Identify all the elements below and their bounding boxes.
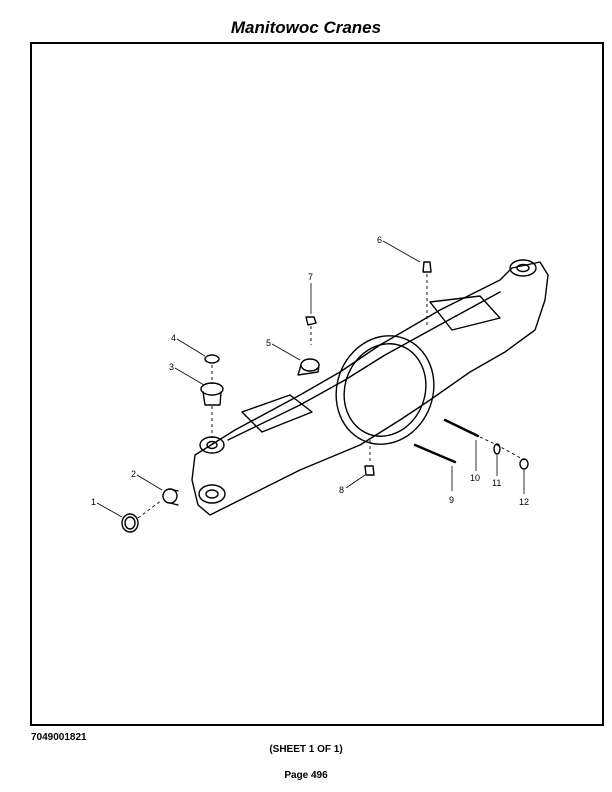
left-kingpin-boss-bottom [198,484,226,504]
part-6-fitting [422,261,432,273]
callout-1: 1 [91,497,96,507]
callout-7: 7 [308,272,313,282]
callout-11: 11 [492,478,501,488]
axle-pad-left [241,394,313,433]
part-2-bushing [162,488,178,504]
callout-2: 2 [131,469,136,479]
assembly-line-studs [479,436,525,461]
axle-top-edge [227,291,501,441]
part-9-stud [413,443,457,464]
housing-boss-base [297,364,320,376]
part-3-bearing-top [200,382,224,396]
part-4-washer [204,354,220,364]
center-housing-ring [335,335,435,445]
callout-3: 3 [169,362,174,372]
part-11-washer [493,443,501,455]
left-kingpin-bore-bottom [205,489,219,499]
callout-6: 6 [377,235,382,245]
part-2-bushing-side [169,488,179,506]
part-12-nut [519,458,529,470]
illustration-frame [30,42,604,726]
center-housing-inner-ring [343,343,427,437]
assembly-line-1 [137,499,163,519]
right-kingpin-boss-top [509,259,537,277]
callout-8: 8 [339,485,344,495]
part-3-bearing-body [202,391,222,406]
part-7-nut [305,316,317,326]
callout-4: 4 [171,333,176,343]
left-kingpin-bore-top [206,440,218,450]
drawing-part-number: 7049001821 [31,732,87,743]
part-1-seal [121,513,139,533]
housing-boss [300,358,320,372]
callout-9: 9 [449,495,454,505]
sheet-indicator: (SHEET 1 OF 1) [269,744,343,755]
part-8-nut [364,465,375,476]
axle-housing-outline [191,261,549,516]
part-1-seal-inner [124,516,136,530]
axle-pad-right [429,295,501,331]
part-10-stud [443,418,480,438]
callout-12: 12 [519,497,529,507]
page-number: Page 496 [284,770,328,781]
callout-5: 5 [266,338,271,348]
right-kingpin-bore-top [516,263,530,273]
callout-10: 10 [470,473,480,483]
page-title: Manitowoc Cranes [230,18,382,37]
